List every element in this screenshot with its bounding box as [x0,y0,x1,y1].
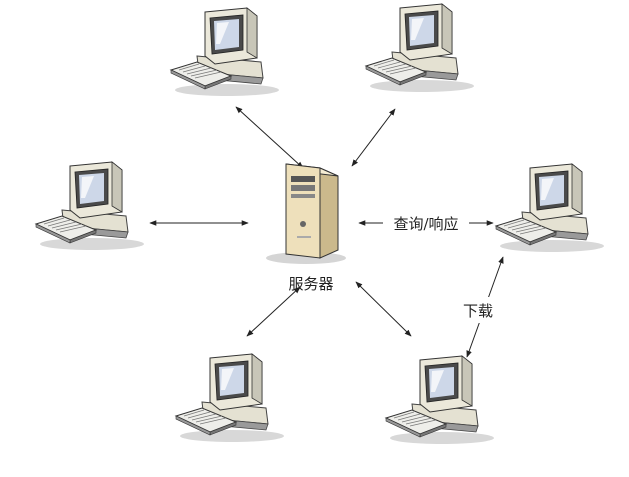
download-label: 下载 [463,302,493,320]
query-response-label: 查询/响应 [393,215,458,233]
server-label: 服务器 [288,275,333,293]
client-computer-top-right-icon [365,3,475,93]
client-computer-bottom-left-icon [175,353,285,443]
arrow-bottom-right [355,281,412,337]
arrow-top-left [235,106,304,169]
client-computer-right-icon [495,163,605,253]
client-computer-top-left-icon [170,7,280,97]
client-computer-bottom-right-icon [385,355,495,445]
client-computer-left-icon [35,161,145,251]
server-tower-icon [265,163,347,265]
arrow-top-right [351,108,396,167]
arrow-bottom-left [246,286,301,337]
